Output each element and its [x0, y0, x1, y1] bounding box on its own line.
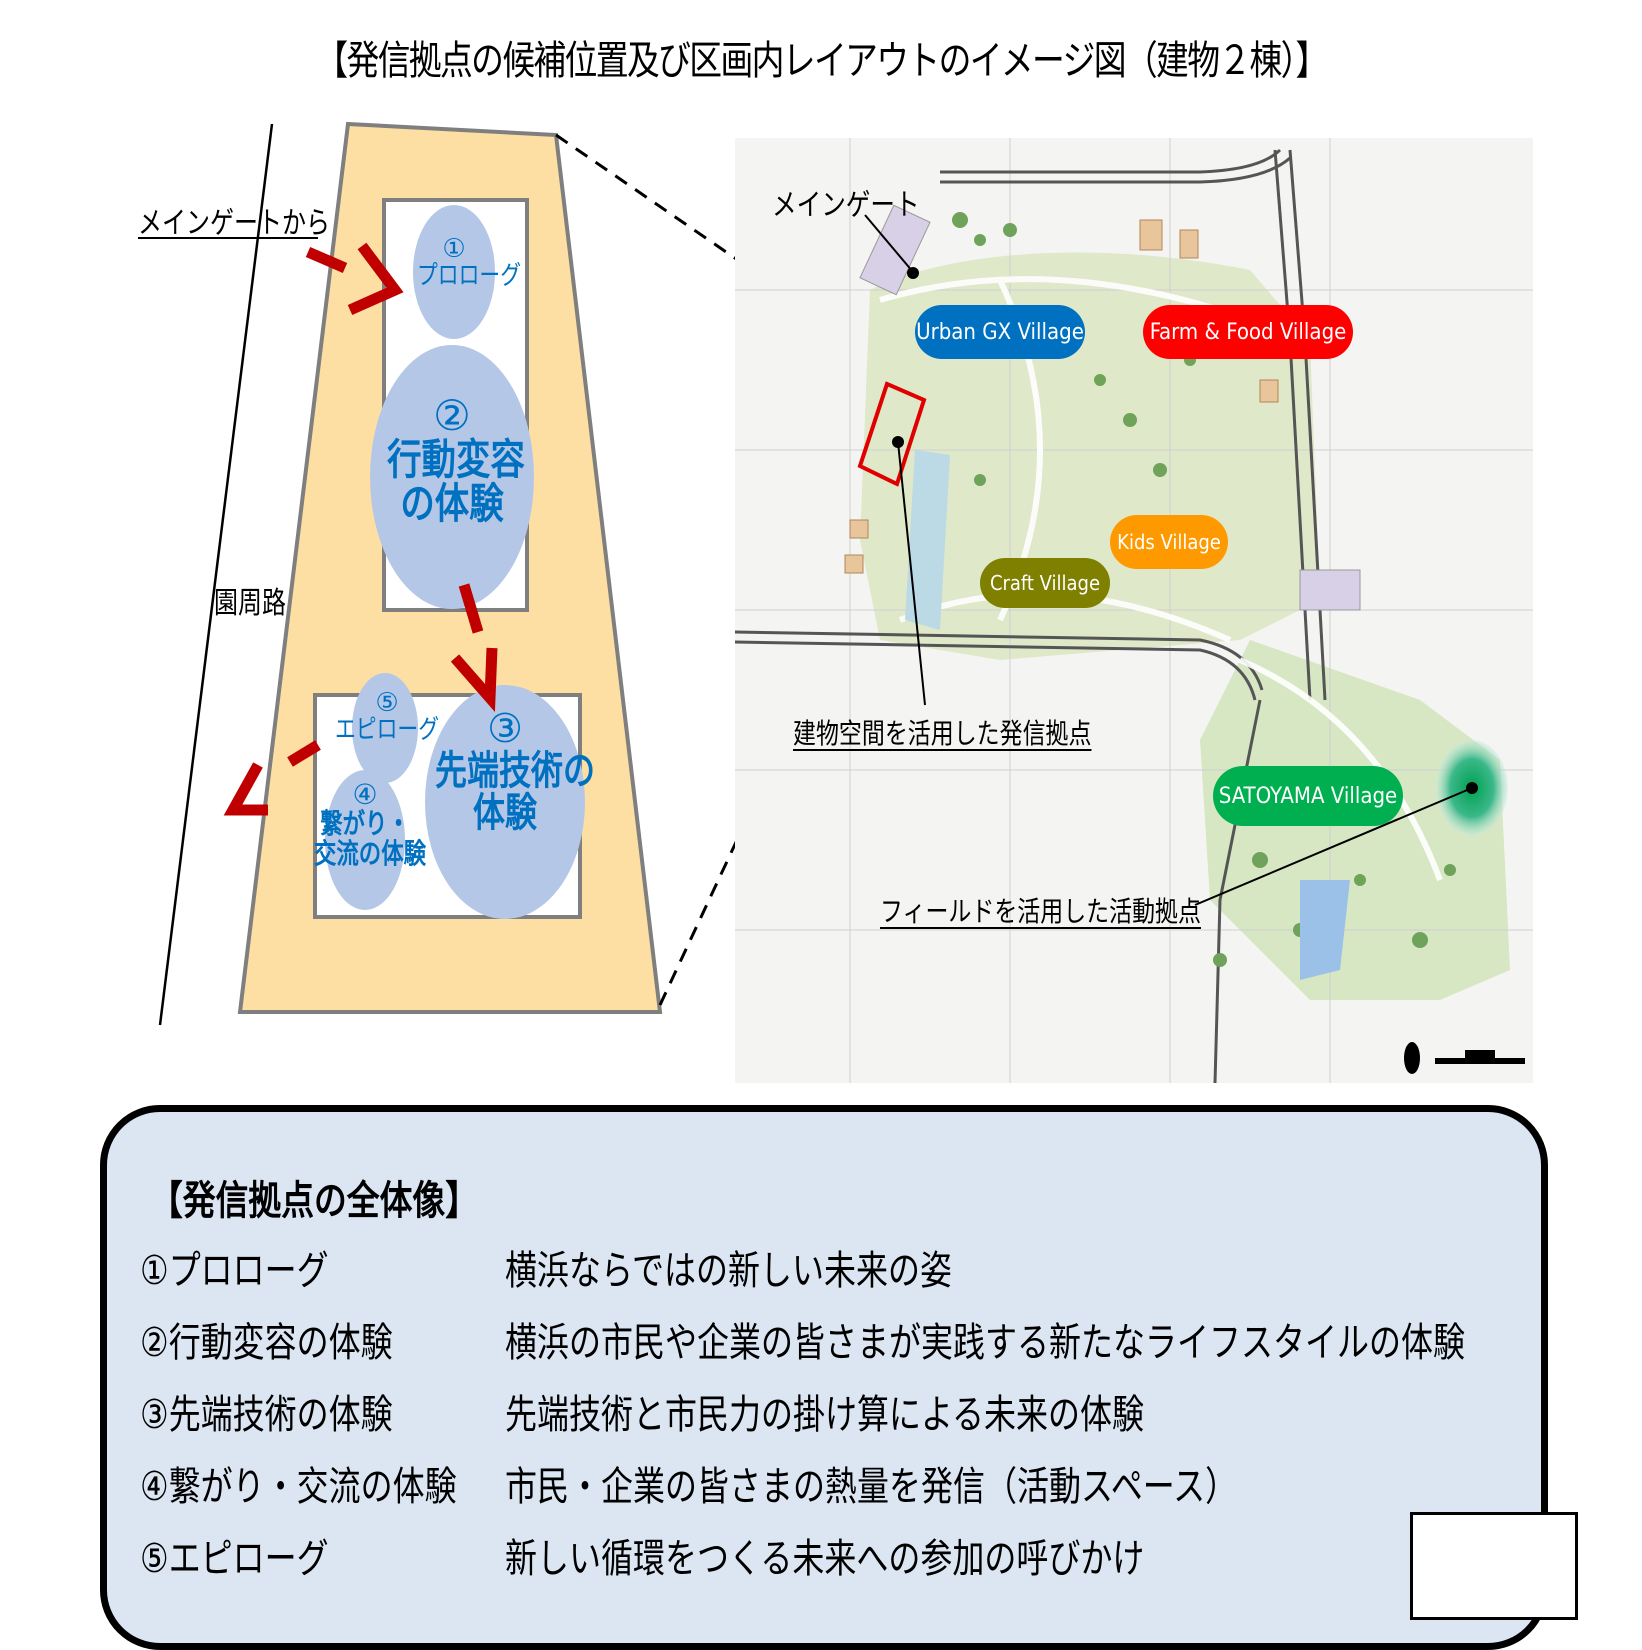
- page-title: 【発信拠点の候補位置及び区画内レイアウトのイメージ図（建物２棟）】: [315, 38, 1328, 84]
- summary-title: 【発信拠点の全体像】: [150, 1178, 478, 1224]
- zone-circle-4: [325, 770, 405, 910]
- zone-label-advanced-tech: ③ 先端技術の 体験: [435, 706, 595, 836]
- summary-key: ⑤エピローグ: [140, 1536, 329, 1582]
- summary-key: ①プロローグ: [140, 1248, 329, 1294]
- village-craft[interactable]: Craft Village: [980, 558, 1110, 608]
- village-kids[interactable]: Kids Village: [1110, 515, 1228, 569]
- village-urban-gx[interactable]: Urban GX Village: [915, 305, 1085, 359]
- summary-panel: [100, 1105, 1548, 1650]
- village-satoyama[interactable]: SATOYAMA Village: [1213, 766, 1403, 826]
- ring-road-line: [158, 123, 274, 1026]
- zone-circle-3: [425, 685, 585, 919]
- pond-area: [1300, 880, 1350, 980]
- from-main-gate-label: メインゲートから: [138, 206, 330, 241]
- summary-value: 横浜ならではの新しい未来の姿: [505, 1248, 953, 1294]
- summary-key: ④繋がり・交流の体験: [140, 1464, 457, 1510]
- north-arrow-icon: [1404, 1042, 1420, 1074]
- field-base-label: フィールドを活用した活動拠点: [880, 895, 1201, 928]
- candidate-site-highlight: [857, 381, 927, 487]
- layout-diagram: [138, 121, 907, 1026]
- zone-circle-1: [413, 205, 495, 339]
- zone-circle-5: [352, 673, 418, 783]
- flow-arrows: [223, 242, 498, 816]
- zone-label-epilogue: ⑤ エピローグ: [335, 688, 440, 746]
- ring-road-label: 園周路: [214, 586, 286, 621]
- scale-bar: [1435, 1058, 1525, 1064]
- summary-key: ③先端技術の体験: [140, 1392, 393, 1438]
- village-farm-food[interactable]: Farm & Food Village: [1143, 305, 1353, 359]
- summary-value: 新しい循環をつくる未来への参加の呼びかけ: [505, 1536, 1145, 1582]
- main-gate-label: メインゲート: [772, 188, 920, 223]
- building-base-label: 建物空間を活用した発信拠点: [793, 717, 1092, 750]
- summary-key: ②行動変容の体験: [140, 1320, 393, 1366]
- water-area: [905, 450, 950, 630]
- zone-label-prologue: ① プロローグ: [417, 234, 522, 292]
- summary-value: 先端技術と市民力の掛け算による未来の体験: [505, 1392, 1145, 1438]
- blank-box: [1410, 1512, 1578, 1620]
- zone-circle-2: [370, 345, 534, 609]
- zone-label-behavior-change: ② 行動変容 の体験: [387, 391, 525, 529]
- main-gate-marker: [907, 267, 919, 279]
- zone-label-connection: ④ 繋がり・ 交流の体験: [314, 778, 427, 870]
- site-map: [734, 138, 1533, 1084]
- summary-value: 横浜の市民や企業の皆さまが実践する新たなライフスタイルの体験: [505, 1320, 1465, 1366]
- summary-value: 市民・企業の皆さまの熱量を発信（活動スペース）: [505, 1464, 1238, 1510]
